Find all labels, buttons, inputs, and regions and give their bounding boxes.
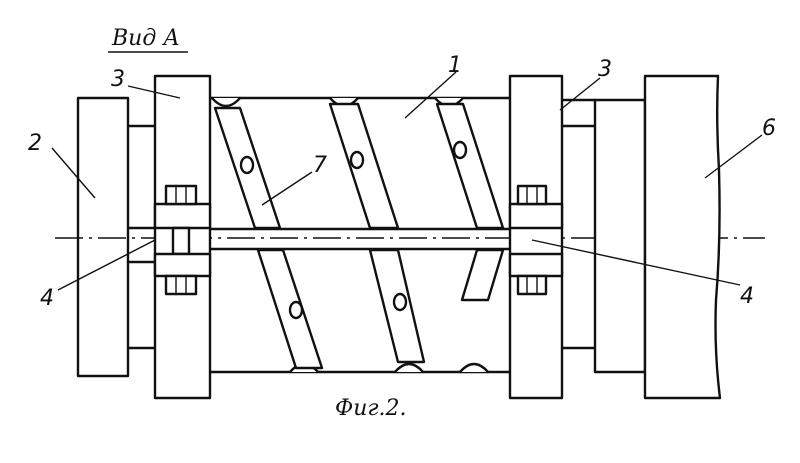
left-bolt-nut	[166, 276, 196, 294]
label-3-left: 3	[111, 67, 125, 92]
strip-hole	[241, 157, 253, 173]
left-bolt-lower-washer	[155, 254, 210, 276]
label-3-right: 3	[598, 57, 612, 82]
right-bolt-lower-washer	[510, 254, 562, 276]
left-bolt-shank	[173, 228, 189, 254]
view-title: Вид А	[111, 26, 180, 51]
strip-hole	[394, 294, 406, 310]
label-1: 1	[448, 53, 462, 78]
helical-strip	[330, 104, 398, 228]
helical-strip	[462, 250, 503, 300]
right-bolt-head	[518, 186, 546, 204]
label-7: 7	[313, 153, 327, 178]
label-2: 2	[28, 131, 42, 156]
strip-hole	[351, 152, 363, 168]
right-intermediate-plate	[595, 100, 645, 372]
right-bolt-upper-washer	[510, 204, 562, 228]
left-bolt-head	[166, 186, 196, 204]
figure-caption: Фиг.2.	[335, 396, 407, 421]
left-bolt-upper-washer	[155, 204, 210, 228]
helical-strip	[437, 104, 503, 228]
right-bearing-plate	[510, 76, 562, 398]
strip-hole	[290, 302, 302, 318]
left-outer-plate	[78, 98, 128, 376]
strip-hole	[454, 142, 466, 158]
groove-notch	[395, 364, 423, 372]
groove-notch	[460, 364, 488, 372]
label-4-left: 4	[40, 286, 54, 311]
right-frame	[645, 76, 720, 398]
label-6: 6	[762, 116, 776, 141]
leader-7	[262, 172, 312, 205]
groove-notch	[212, 98, 240, 106]
label-4-right: 4	[740, 284, 754, 309]
right-bolt-nut	[518, 276, 546, 294]
central-shaft	[198, 229, 516, 249]
